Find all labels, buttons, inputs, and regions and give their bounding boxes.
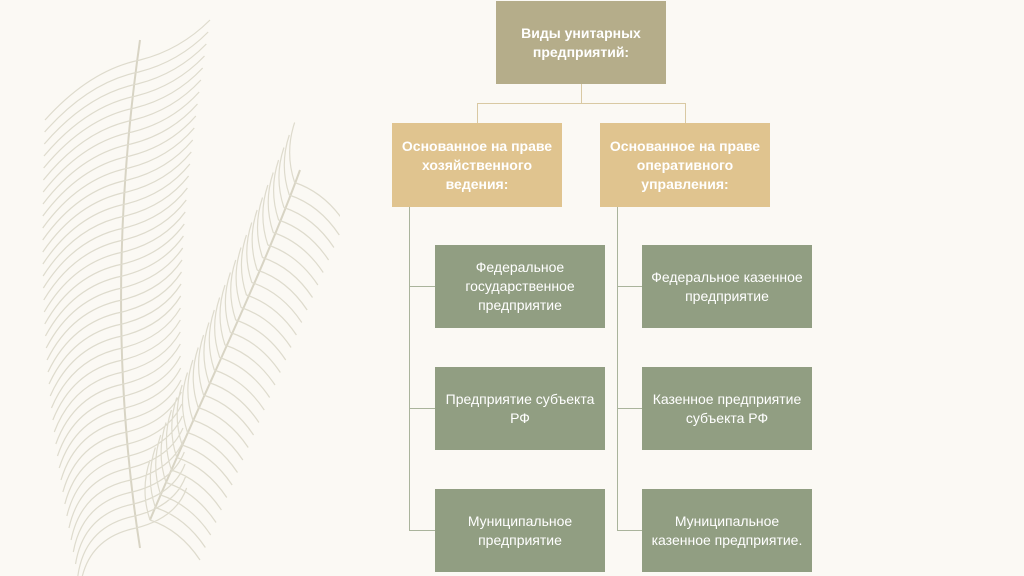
- leaf-node: Федеральное государственное предприятие: [435, 245, 605, 328]
- leaf-node: Муниципальное казенное предприятие.: [642, 489, 812, 572]
- leaf-node: Муниципальное предприятие: [435, 489, 605, 572]
- connector: [477, 103, 478, 123]
- connector: [581, 84, 582, 103]
- leaf-node: Федеральное казенное предприятие: [642, 245, 812, 328]
- root-node: Виды унитарных предприятий:: [496, 1, 666, 84]
- leaf-node: Предприятие субъекта РФ: [435, 367, 605, 450]
- connector: [409, 207, 410, 530]
- connector: [685, 103, 686, 123]
- connector: [617, 408, 642, 409]
- feather-decoration: [42, 19, 340, 576]
- connector: [409, 408, 435, 409]
- branch-operational-management: Основанное на праве оперативного управле…: [600, 123, 770, 207]
- feather-barbs: [42, 19, 340, 576]
- connector: [409, 530, 435, 531]
- branch-economic-management: Основанное на праве хозяйственного веден…: [392, 123, 562, 207]
- connector: [617, 286, 642, 287]
- leaf-node: Казенное предприятие субъекта РФ: [642, 367, 812, 450]
- connector: [477, 103, 686, 104]
- connector: [409, 286, 435, 287]
- connector: [617, 530, 642, 531]
- connector: [617, 207, 618, 530]
